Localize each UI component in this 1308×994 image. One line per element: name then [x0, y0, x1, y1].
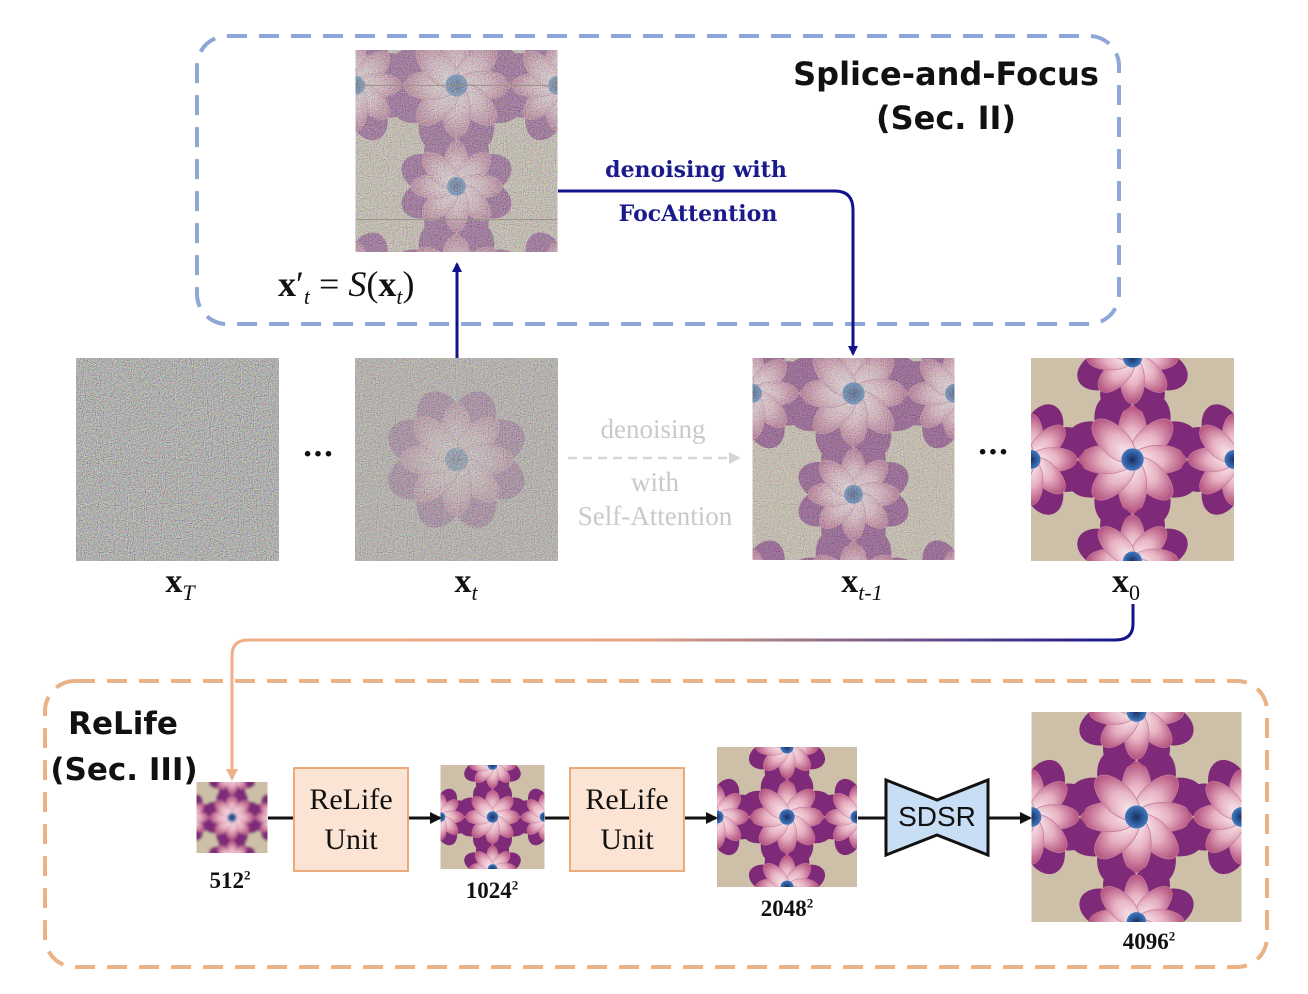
sdsr-block [884, 777, 990, 858]
size-label-4096: 40962 [1122, 928, 1176, 954]
relife-unit-1: ReLife Unit [293, 767, 409, 872]
ellipsis-left: ... [302, 429, 334, 464]
self-attention-label-line2: with [630, 467, 680, 497]
relife-section: (Sec. III) [50, 752, 198, 788]
relife-box [43, 679, 1269, 969]
formula-lhs-var: x [278, 264, 296, 304]
formula-fn: S [348, 264, 367, 304]
self-attention-label-line3: Self-Attention [577, 501, 733, 531]
formula-eq: = [319, 264, 340, 304]
formula-lhs-sub: t [303, 284, 310, 310]
formula-arg-var: x [378, 264, 397, 304]
size-label-512: 5122 [209, 867, 251, 893]
unit-label-line2: Unit [324, 822, 378, 856]
splice-and-focus-section: (Sec. II) [875, 99, 1017, 137]
formula-prime: ′ [296, 264, 304, 304]
label-x-t-minus-1: xt-1 [841, 563, 883, 605]
sdsr-label: SDSR [898, 801, 976, 832]
focattention-label-line2: FocAttention [618, 201, 778, 227]
label-x-t: xt [454, 563, 478, 605]
unit-label-line1: ReLife [309, 782, 393, 816]
formula-arg-sub: t [396, 284, 403, 310]
spliced-noisy-image [355, 50, 558, 252]
unit-label-line2: Unit [600, 822, 654, 856]
image-4096 [1031, 712, 1242, 922]
relife-unit-2: ReLife Unit [569, 767, 685, 872]
arrow-focattention [558, 189, 858, 356]
image-1024 [440, 765, 545, 869]
image-2048 [716, 747, 858, 887]
image-x-T-pure-noise [76, 358, 279, 561]
ellipsis-right: ... [977, 427, 1009, 462]
label-x-T: xT [165, 563, 195, 605]
relife-title: ReLife [68, 706, 178, 742]
image-x-t [355, 358, 558, 561]
label-x-0: x0 [1112, 563, 1140, 605]
splice-formula: x′t = S(xt) [278, 264, 415, 310]
size-label-2048: 20482 [760, 895, 814, 921]
splice-and-focus-title: Splice-and-Focus [793, 55, 1099, 93]
image-x-t-minus-1 [752, 358, 955, 560]
focattention-label-line1: denoising with [605, 157, 787, 183]
image-512 [196, 782, 268, 853]
splice-and-focus-box [195, 34, 1121, 326]
image-x-0 [1031, 358, 1234, 561]
arrow-x0-to-relife [230, 604, 1135, 778]
unit-label-line1: ReLife [585, 782, 669, 816]
self-attention-label-line1: denoising [600, 414, 706, 444]
size-label-1024: 10242 [465, 877, 519, 903]
